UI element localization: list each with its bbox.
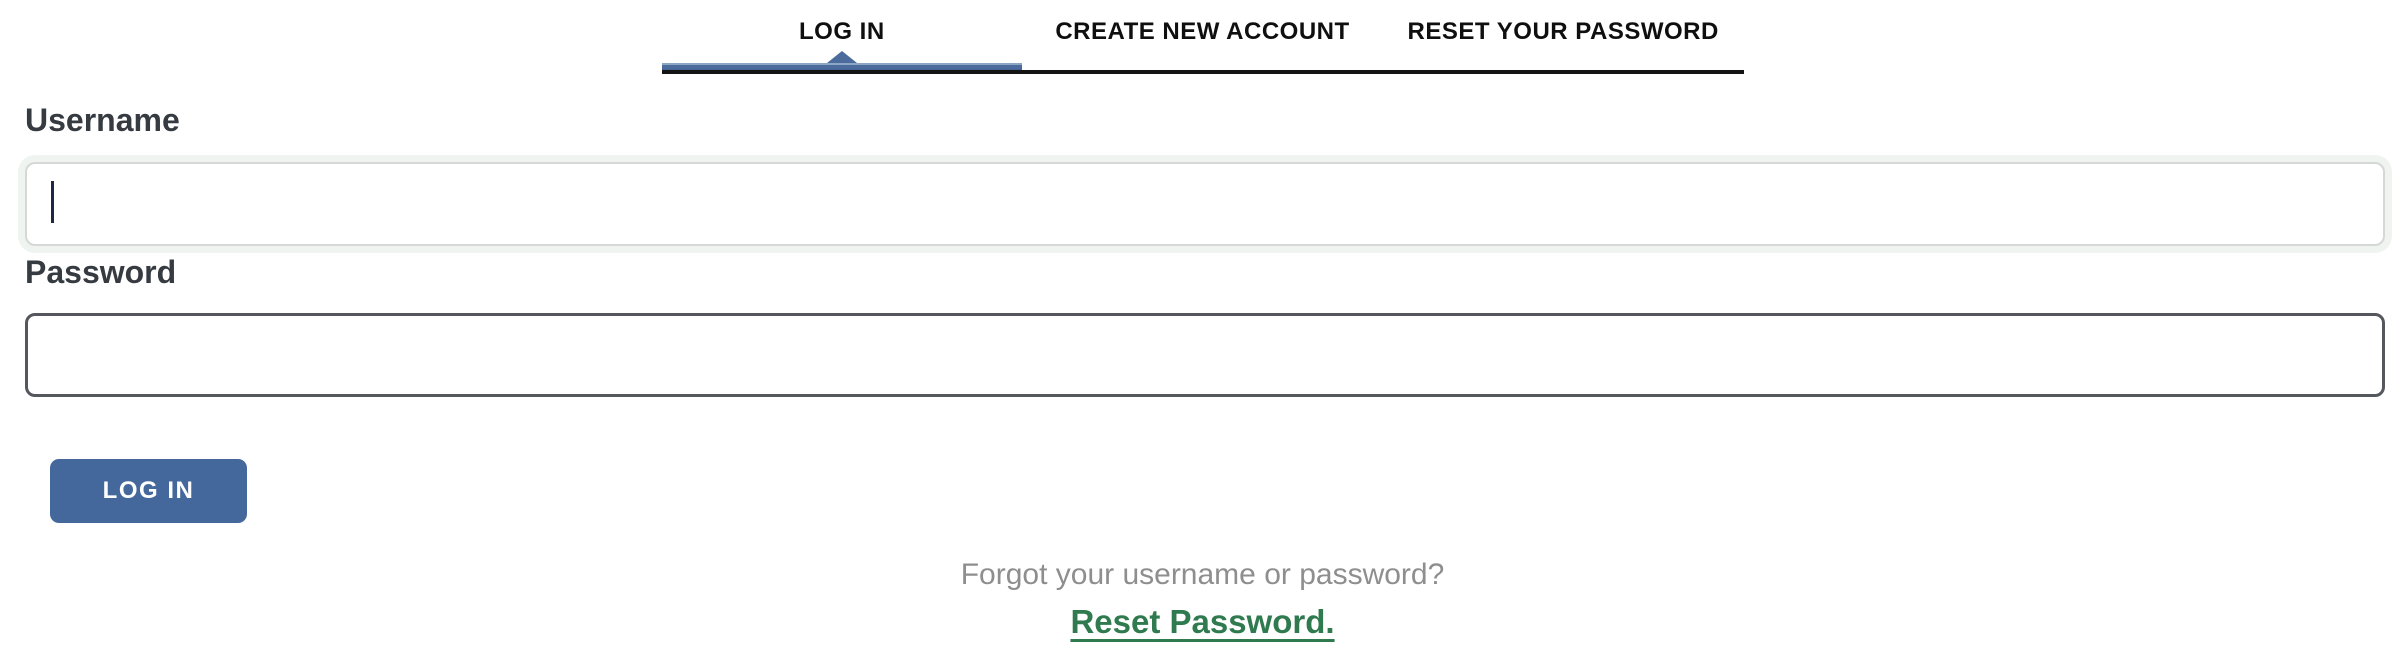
tab-reset-your-password[interactable]: RESET YOUR PASSWORD [1383,0,1744,70]
log-in-button[interactable]: LOG IN [50,459,247,524]
password-input-wrap [25,313,2385,398]
footer: Forgot your username or password? Reset … [0,557,2405,641]
tab-log-in-label: LOG IN [799,18,885,45]
tab-create-new-account[interactable]: CREATE NEW ACCOUNT [1022,0,1383,70]
username-input-wrap [25,161,2385,246]
auth-tab-bar: LOG IN CREATE NEW ACCOUNT RESET YOUR PAS… [661,0,1744,74]
active-tab-indicator [661,63,1023,70]
username-label: Username [25,102,180,138]
password-label: Password [25,253,177,290]
tab-reset-your-password-label: RESET YOUR PASSWORD [1407,18,1719,45]
login-form: Username Password LOG IN [25,102,2385,524]
text-cursor [51,180,54,223]
password-input[interactable] [25,313,2385,398]
active-tab-caret-icon [826,51,857,63]
reset-password-link[interactable]: Reset Password. [1070,603,1335,641]
forgot-prompt-text: Forgot your username or password? [960,558,1445,592]
tab-create-new-account-label: CREATE NEW ACCOUNT [1055,18,1350,45]
tab-log-in[interactable]: LOG IN [661,0,1023,70]
username-input[interactable] [25,161,2385,246]
